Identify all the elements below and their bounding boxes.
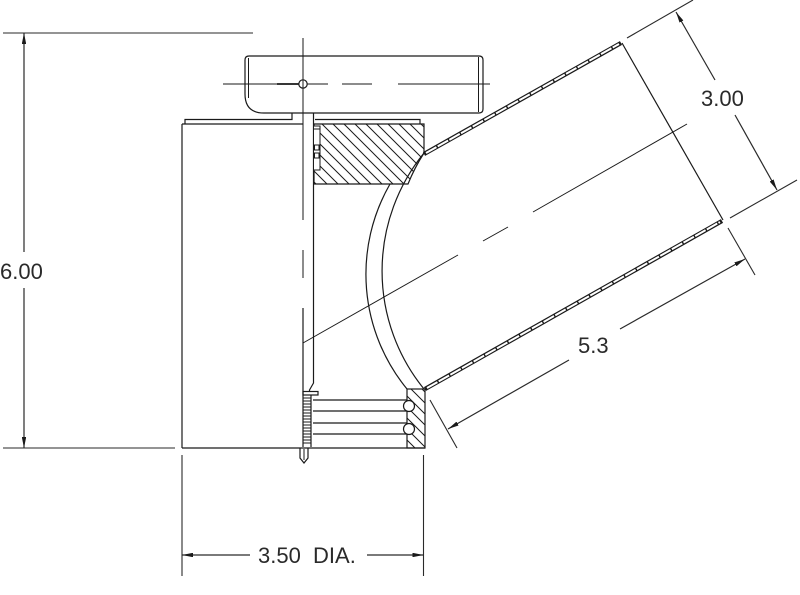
tube-lower-wall xyxy=(423,219,724,391)
dimension-label-tube-length: 5.3 xyxy=(578,333,609,358)
extension-line-upper xyxy=(626,0,694,39)
top-plate-right xyxy=(315,118,421,124)
base-body xyxy=(181,113,425,449)
bottom-flange xyxy=(313,388,426,449)
set-screw-strip xyxy=(313,125,321,171)
angled-tube xyxy=(302,41,724,391)
dimension-base-diameter: 3.50 DIA. xyxy=(181,455,425,576)
dimension-line-upper xyxy=(619,258,746,330)
dimension-label-height: 6.00 xyxy=(0,259,43,284)
extension-line-lower xyxy=(729,179,798,219)
flange-lines xyxy=(313,399,407,435)
dimension-label-base-diameter: 3.50 DIA. xyxy=(258,543,356,568)
dimension-line-lower xyxy=(447,359,570,430)
elbow-outer-arc xyxy=(365,183,408,390)
upper-block-hatch xyxy=(313,123,425,185)
shaft xyxy=(299,38,319,464)
threaded-screw xyxy=(299,395,312,464)
handle xyxy=(223,55,490,114)
handle-outline xyxy=(244,55,484,114)
flange-hatch xyxy=(406,388,426,449)
dimension-label-tube-diameter: 3.00 xyxy=(701,86,744,111)
dimension-tube-diameter: 3.00 xyxy=(626,0,798,219)
o-ring-upper xyxy=(402,399,416,413)
tube-upper-wall xyxy=(422,41,623,156)
top-plate-left xyxy=(184,113,293,124)
extension-line-right xyxy=(727,227,756,276)
extension-line-left xyxy=(429,399,458,449)
washer xyxy=(302,390,319,396)
dimension-overall-height: 6.00 xyxy=(0,32,253,449)
dimension-line-lower xyxy=(734,114,778,191)
tube-end-face xyxy=(621,42,724,221)
dimension-tube-length: 5.3 xyxy=(429,227,756,449)
tube-centerline xyxy=(302,123,688,344)
elbow-wall xyxy=(365,152,425,390)
upper-block-section xyxy=(313,123,425,185)
screw-tip xyxy=(299,448,309,464)
shaft-right-edge xyxy=(308,113,315,392)
o-ring-lower xyxy=(402,422,416,436)
dimension-line-upper xyxy=(675,11,716,81)
elbow-inner-arc xyxy=(381,152,425,390)
